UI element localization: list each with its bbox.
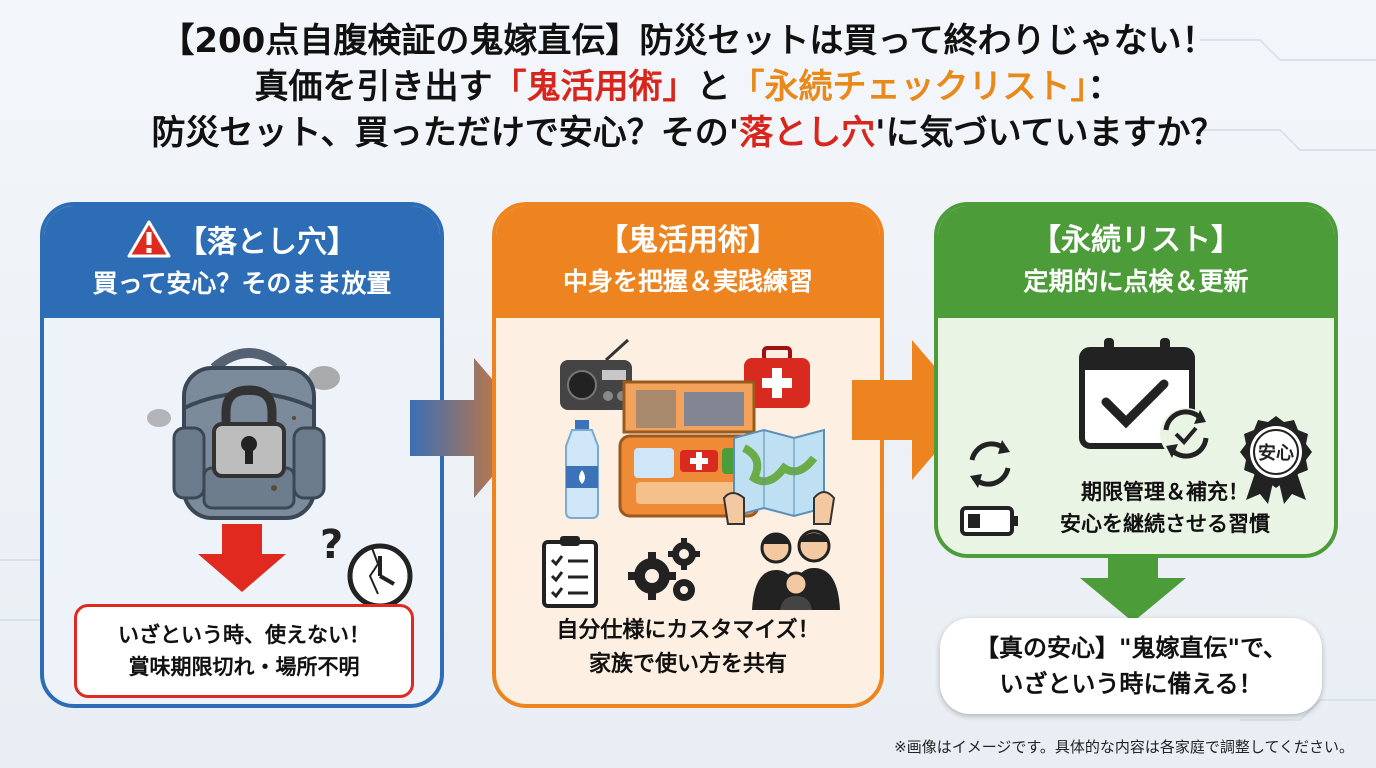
list-caption: 期限管理＆補充！ 安心を継続させる習慣 xyxy=(1010,476,1320,540)
first-aid-kit-icon xyxy=(744,346,810,408)
panel-usage-subtitle: 中身を把握＆実践練習 xyxy=(562,267,813,296)
footnote: ※画像はイメージです。具体的な内容は各家庭で調整してください。 xyxy=(894,738,1354,756)
family-icon xyxy=(752,529,840,610)
panel-pitfall-subtitle: 買って安心？そのまま放置 xyxy=(92,269,392,298)
panel-usage-body: 自分仕様にカスタマイズ！ 家族で使い方を共有 xyxy=(496,318,880,704)
headline-highlight-red: 落とし穴 xyxy=(739,113,876,153)
headline-line-3: 防災セット、買っただけで安心？その'落とし穴'に気づいていますか？ xyxy=(0,110,1376,156)
panel-usage-title: 【鬼活用術】 xyxy=(598,223,778,258)
calendar-check-icon xyxy=(1079,338,1212,460)
panel-list-header: 【永続リスト】 定期的に点検＆更新 xyxy=(938,206,1334,318)
pitfall-warning-line-2: 賞味期限切れ・場所不明 xyxy=(128,655,360,679)
list-caption-line-1: 期限管理＆補充！ xyxy=(1081,480,1249,504)
panel-pitfall: 【落とし穴】 買って安心？そのまま放置 ? xyxy=(40,202,444,708)
panel-pitfall-header: 【落とし穴】 買って安心？そのまま放置 xyxy=(44,206,440,318)
panel-list-subtitle: 定期的に点検＆更新 xyxy=(1023,267,1249,296)
badge-icon: 安心 xyxy=(1240,416,1312,504)
result-line-1: 【真の安心】"鬼嫁直伝"で、 xyxy=(974,634,1288,662)
panel-usage: 【鬼活用術】 中身を把握＆実践練習 xyxy=(492,202,884,708)
battery-icon xyxy=(960,506,1018,536)
panel-usage-header: 【鬼活用術】 中身を把握＆実践練習 xyxy=(496,206,880,318)
broken-clock-icon: ? xyxy=(320,522,413,609)
down-arrow-icon xyxy=(1080,554,1186,622)
headline-highlight-orange: 「永続チェックリスト」 xyxy=(730,67,1088,107)
headline-line-1: 【200点自腹検証の鬼嫁直伝】防災セットは買って終わりじゃない！ xyxy=(160,21,1216,61)
headline-text: 防災セット、買っただけで安心？その' xyxy=(151,113,740,153)
usage-caption-line-2: 家族で使い方を共有 xyxy=(588,652,787,677)
refresh-icon xyxy=(1163,409,1209,459)
pitfall-warning-line-1: いざという時、使えない！ xyxy=(118,623,370,647)
radio-icon xyxy=(560,338,632,410)
gears-icon xyxy=(628,538,700,601)
down-arrow-icon xyxy=(198,524,286,592)
recycle-icon xyxy=(969,440,1011,488)
headline-highlight-red: 「鬼活用術」 xyxy=(492,67,697,107)
headline-line-2: 真価を引き出す「鬼活用術」と「永続チェックリスト」： xyxy=(0,64,1376,110)
panel-pitfall-body: ? いざという時、使えない！ 賞味期限切れ・場所不明 xyxy=(44,318,440,704)
panel-list-title: 【永続リスト】 xyxy=(1031,223,1241,258)
headline: 【200点自腹検証の鬼嫁直伝】防災セットは買って終わりじゃない！ 真価を引き出す… xyxy=(0,18,1376,156)
map-icon xyxy=(722,428,836,525)
badge-label: 安心 xyxy=(1258,442,1294,464)
headline-text: 'に気づいていますか？ xyxy=(875,113,1225,153)
checklist-icon xyxy=(542,536,598,608)
water-bottle-icon xyxy=(565,420,599,519)
question-icon: ? xyxy=(320,522,343,568)
panel-pitfall-title-row: 【落とし穴】 xyxy=(44,220,440,264)
result-line-2: いざという時に備える！ xyxy=(999,670,1263,698)
panel-list-body: 安心 期限管理＆補充！ 安心を継続させる習慣 xyxy=(938,318,1334,554)
pitfall-warning-box: いざという時、使えない！ 賞味期限切れ・場所不明 xyxy=(74,604,414,698)
usage-caption-line-1: 自分仕様にカスタマイズ！ xyxy=(556,618,820,643)
warning-icon xyxy=(127,220,171,258)
panel-list: 【永続リスト】 定期的に点検＆更新 xyxy=(934,202,1338,558)
list-caption-line-2: 安心を継続させる習慣 xyxy=(1060,512,1270,536)
lock-icon xyxy=(212,385,286,478)
headline-text: と xyxy=(696,67,731,107)
headline-text: ： xyxy=(1087,67,1122,107)
usage-caption: 自分仕様にカスタマイズ！ 家族で使い方を共有 xyxy=(496,614,880,682)
suitcase-icon xyxy=(618,380,760,518)
headline-text: 真価を引き出す xyxy=(254,67,493,107)
result-box: 【真の安心】"鬼嫁直伝"で、 いざという時に備える！ xyxy=(940,618,1322,714)
panel-pitfall-title: 【落とし穴】 xyxy=(177,225,357,260)
